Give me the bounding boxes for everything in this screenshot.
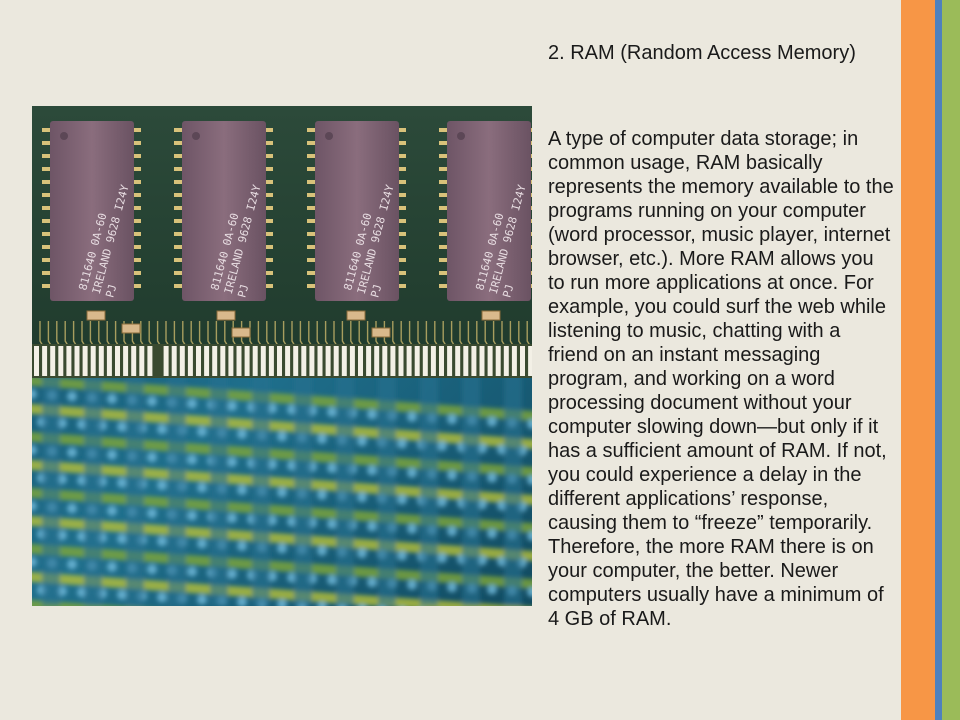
- decorative-stripe-green: [942, 0, 960, 720]
- decorative-stripe-orange: [901, 0, 935, 720]
- memory-chip: 811640 0A-60IRELAND 9628 I24YPJ: [307, 121, 406, 301]
- memory-chip: 811640 0A-60IRELAND 9628 I24YPJ: [174, 121, 273, 301]
- memory-chip: 811640 0A-60IRELAND 9628 I24YPJ: [42, 121, 141, 301]
- ram-module-photo: 811640 0A-60IRELAND 9628 I24YPJ 811640 0A…: [32, 106, 532, 606]
- decorative-stripe-blue: [935, 0, 942, 720]
- memory-chip: 811640 0A-60IRELAND 9628 I24YPJ: [439, 121, 532, 301]
- slide-heading: 2. RAM (Random Access Memory): [548, 42, 856, 64]
- slide-body-text: A type of computer data storage; in comm…: [548, 128, 894, 630]
